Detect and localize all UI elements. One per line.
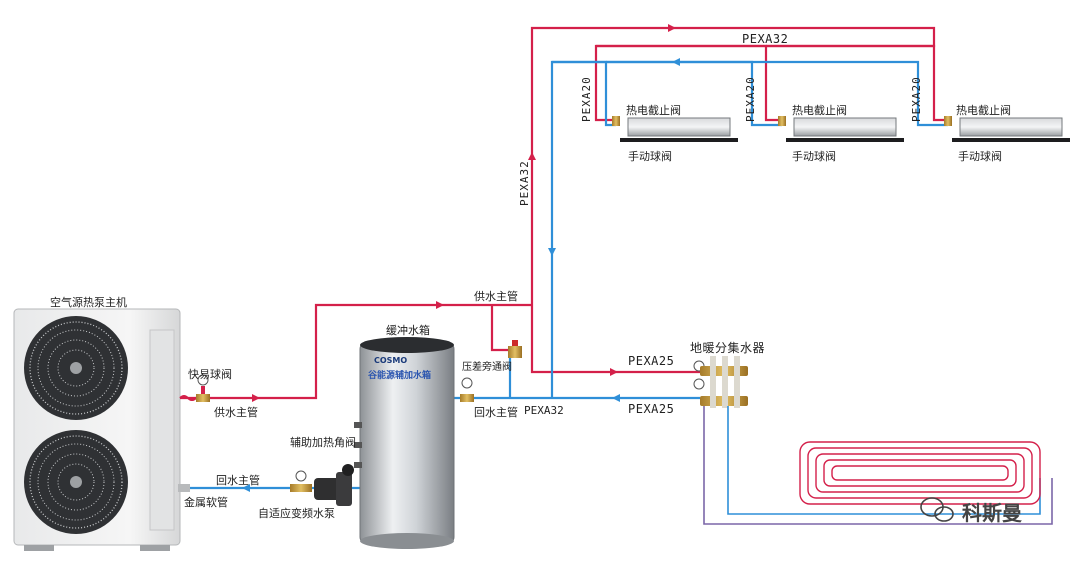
aux-heating-valve-label: 辅助加热角阀 (290, 436, 356, 449)
unit2-thermal-valve-label: 热电截止阀 (792, 104, 847, 117)
unit3-manual-valve-label: 手动球阀 (958, 150, 1002, 163)
unit3-thermal-valve-label: 热电截止阀 (956, 104, 1011, 117)
fan-lower-icon (24, 430, 128, 534)
supply-main-left-label: 供水主管 (214, 406, 258, 419)
watermark-text: 科斯曼 (962, 501, 1022, 525)
wechat-icon (920, 497, 954, 522)
pexa32-vertical-label: PEXA32 (518, 160, 531, 206)
tank-icon (354, 337, 455, 549)
pexa25-return-label: PEXA25 (628, 402, 675, 416)
floor-coil-icon (703, 406, 1053, 525)
supply-pipes (179, 26, 948, 401)
tank-text: 谷能源辅加水箱 (368, 371, 432, 381)
pexa32-top-label: PEXA32 (742, 32, 789, 46)
unit1-pexa20-label: PEXA20 (580, 76, 593, 122)
buffer-tank-label: 缓冲水箱 (386, 324, 430, 337)
valve-icon (178, 340, 522, 492)
fan-coil-3 (944, 116, 1070, 142)
pump-icon (290, 464, 354, 506)
fan-coil-1 (612, 116, 738, 142)
unit2-pexa20-label: PEXA20 (744, 76, 757, 122)
quick-ball-valve-label: 快易球阀 (188, 368, 232, 381)
fan-coil-2 (778, 116, 904, 142)
return-main-left-label: 回水主管 (216, 474, 260, 487)
heat-pump-label: 空气源热泵主机 (50, 296, 127, 309)
tank-brand: COSMO (374, 356, 408, 365)
pressure-bypass-label: 压差旁通阀 (462, 362, 512, 373)
unit1-thermal-valve-label: 热电截止阀 (626, 104, 681, 117)
pexa32-bottom-label: PEXA32 (524, 404, 564, 417)
return-arrows (242, 58, 680, 492)
return-main-right-label: 回水主管 (474, 406, 518, 419)
supply-main-top-label: 供水主管 (474, 290, 518, 303)
pexa25-supply-label: PEXA25 (628, 354, 675, 368)
heat-pump-icon (13, 308, 181, 551)
metal-hose-label: 金属软管 (184, 496, 228, 509)
unit2-manual-valve-label: 手动球阀 (792, 150, 836, 163)
unit3-pexa20-label: PEXA20 (910, 76, 923, 122)
fan-upper-icon (24, 316, 128, 420)
floor-manifold-label: 地暖分集水器 (690, 341, 766, 355)
manifold-icon (700, 356, 748, 408)
unit1-manual-valve-label: 手动球阀 (628, 150, 672, 163)
supply-arrows (252, 24, 676, 402)
adaptive-pump-label: 自适应变频水泵 (258, 507, 335, 520)
